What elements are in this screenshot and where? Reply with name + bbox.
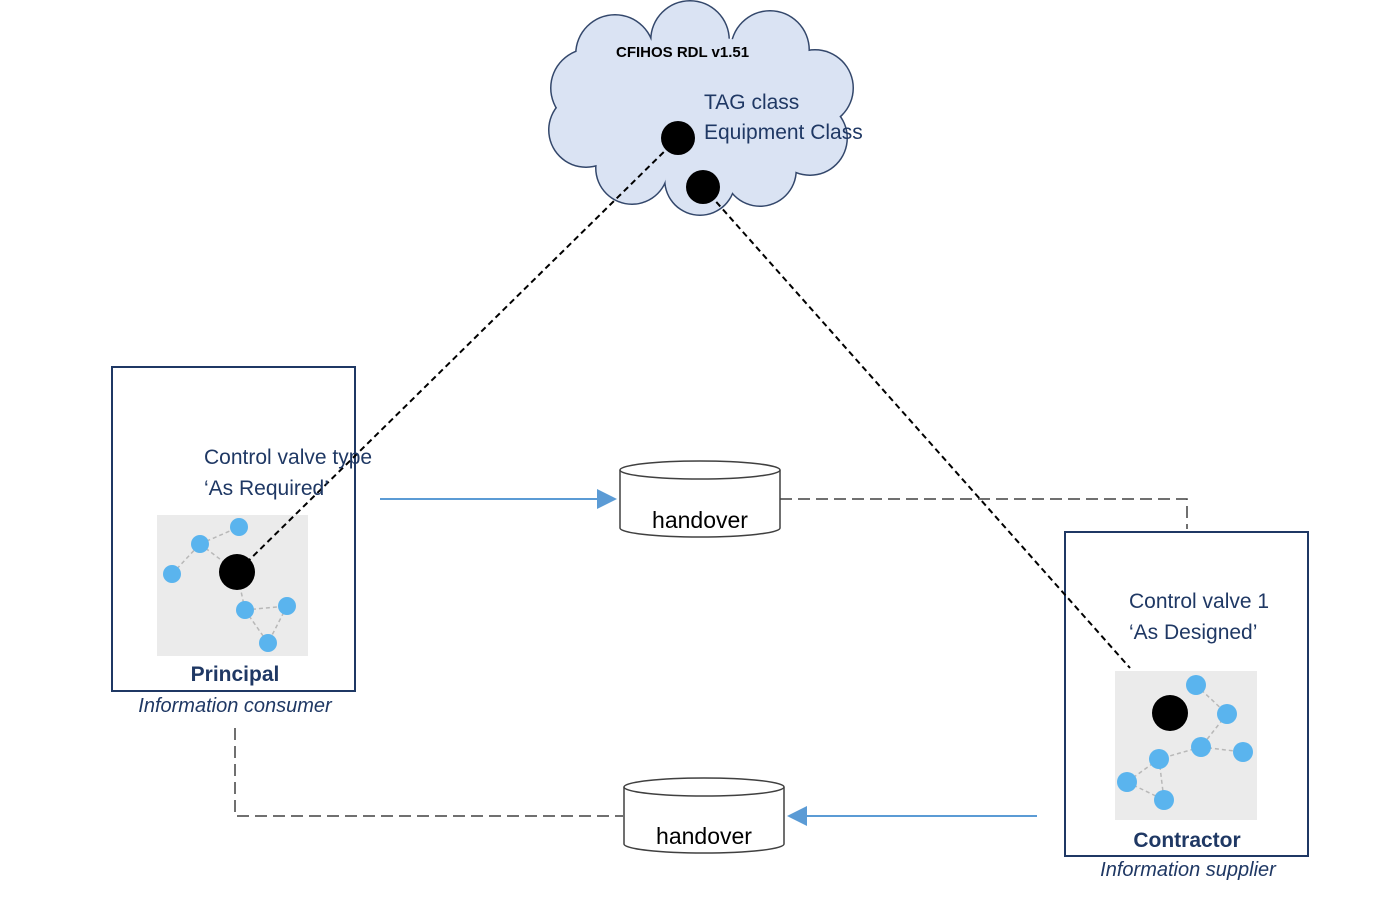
bottom-handover-cylinder [623,777,785,854]
contractor-item-state: ‘As Designed’ [1129,621,1258,644]
contractor-item-node [1152,695,1188,731]
contractor-role-description: Information supplier [1100,859,1276,881]
equipment-class-reference-line [702,186,1131,669]
bottom-handover-label: handover [656,823,752,849]
tag-class-reference-line [236,137,679,573]
principal-item-node [219,554,255,590]
contractor-item-label: Control valve 1 ‘As Designed’ [1129,586,1269,648]
cloud-shape [548,0,854,216]
principal-item-name: Control valve type [204,446,373,469]
top-handover-label: handover [652,507,748,533]
principal-item-label: Control valve type ‘As Required’ [204,442,372,504]
tag-class-label: TAG class [704,91,800,114]
contractor-graph-thumbnail [1115,671,1257,820]
equipment-class-node [686,170,720,204]
cloud-class-list: TAG class Equipment Class [704,88,863,148]
contractor-item-name: Control valve 1 [1129,590,1270,613]
contractor-box [1064,531,1309,857]
cloud-title: CFIHOS RDL v1.51 [616,44,750,61]
bottom-handover-connector [234,728,623,817]
equipment-class-label: Equipment Class [704,121,863,144]
contractor-role: Contractor [1133,829,1241,852]
tag-class-node [661,121,695,155]
principal-role-description: Information consumer [138,695,332,717]
principal-box [111,366,356,692]
top-handover-connector [780,498,1188,529]
principal-role: Principal [190,663,280,686]
top-handover-cylinder [619,460,781,538]
principal-item-state: ‘As Required’ [204,477,329,500]
